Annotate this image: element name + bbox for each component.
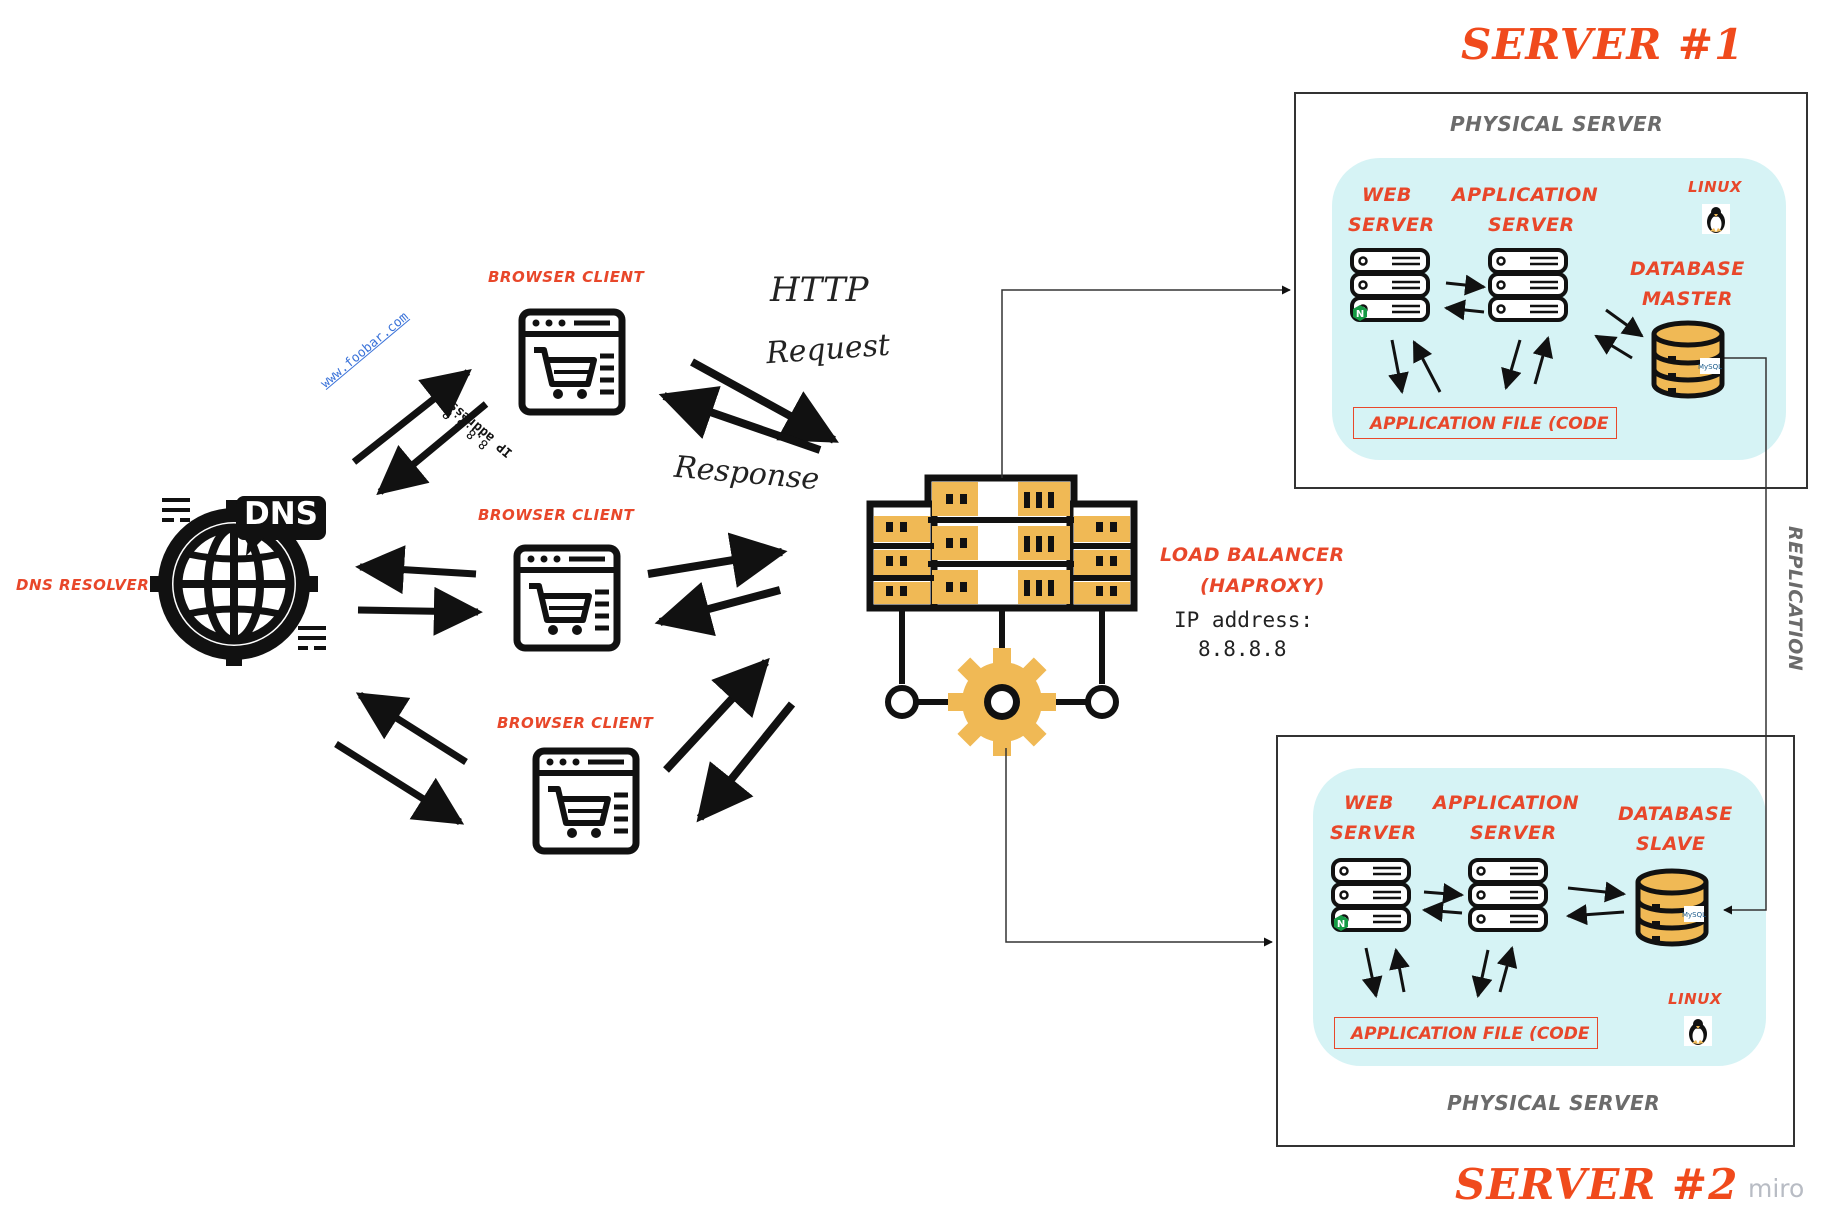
server2-db-label-2: SLAVE: [1636, 833, 1706, 855]
load-balancer-icon: [866, 474, 1138, 756]
haproxy-label: (HAPROXY): [1200, 575, 1325, 597]
server2-web-server-icon: [1331, 858, 1411, 932]
replication-label: REPLICATION: [1784, 526, 1806, 672]
server2-app-files-box: APPLICATION FILE (CODE: [1334, 1017, 1598, 1049]
server1-app-label-1: APPLICATION: [1452, 184, 1599, 206]
server2-linux-icon: [1684, 1016, 1712, 1046]
server1-title: SERVER #1: [1461, 20, 1745, 69]
server1-app-files-box: APPLICATION FILE (CODE: [1353, 407, 1617, 439]
miro-watermark: miro: [1748, 1174, 1805, 1203]
server1-database-icon: [1654, 323, 1722, 396]
server1-app-server-icon: [1488, 248, 1568, 322]
dns-resolver-label: DNS RESOLVER: [16, 576, 150, 594]
server1-web-label-2: SERVER: [1348, 214, 1435, 236]
server1-physical-label: PHYSICAL SERVER: [1450, 112, 1664, 136]
browser-client-icon-3: [536, 751, 636, 851]
server2-physical-label: PHYSICAL SERVER: [1447, 1091, 1661, 1115]
server2-os-label: LINUX: [1668, 990, 1722, 1008]
server1-web-label-1: WEB: [1362, 184, 1412, 206]
browser-client-label-3: BROWSER CLIENT: [497, 714, 654, 732]
browser-client-icon-1: [522, 312, 622, 412]
server2-database-icon: [1638, 871, 1706, 944]
browser-client-label-1: BROWSER CLIENT: [488, 268, 645, 286]
lb-ip-label: IP address:: [1174, 608, 1314, 632]
server2-app-label-2: SERVER: [1470, 822, 1557, 844]
lb-ip-value: 8.8.8.8: [1198, 637, 1287, 661]
browser-lb-arrows: [647, 358, 839, 823]
server1-db-label-1: DATABASE: [1630, 258, 1745, 280]
load-balancer-label: LOAD BALANCER: [1160, 544, 1345, 566]
server1-web-server-icon: [1350, 248, 1430, 322]
server2-title: SERVER #2: [1455, 1160, 1739, 1209]
server1-app-label-2: SERVER: [1488, 214, 1575, 236]
server1-linux-icon: [1702, 204, 1730, 234]
browser-client-icon-2: [517, 548, 617, 648]
dns-browser-arrows: [334, 368, 489, 825]
server2-db-label-1: DATABASE: [1618, 803, 1733, 825]
lb-server-connectors: [1001, 285, 1767, 947]
server1-os-label: LINUX: [1688, 178, 1742, 196]
server1-db-label-2: MASTER: [1642, 288, 1733, 310]
dns-badge-text: DNS: [243, 496, 318, 532]
browser-client-label-2: BROWSER CLIENT: [478, 506, 635, 524]
dns-globe-icon: [150, 496, 326, 666]
server2-app-label-1: APPLICATION: [1433, 792, 1580, 814]
server2-web-label-2: SERVER: [1330, 822, 1417, 844]
server1-app-files-label: APPLICATION FILE (CODE: [1370, 414, 1609, 434]
server1-internal-arrows: [1388, 274, 1644, 395]
server2-app-server-icon: [1468, 858, 1548, 932]
server2-app-files-label: APPLICATION FILE (CODE: [1351, 1024, 1590, 1044]
server2-web-label-1: WEB: [1344, 792, 1394, 814]
server2-internal-arrows: [1361, 881, 1627, 999]
http-label: HTTP: [770, 270, 869, 310]
